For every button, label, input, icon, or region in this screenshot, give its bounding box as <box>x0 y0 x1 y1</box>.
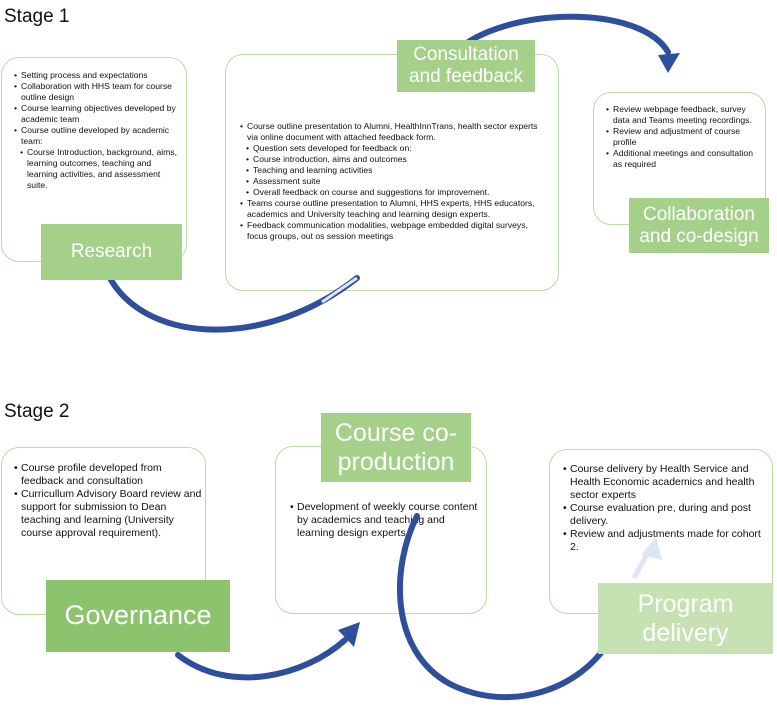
arrow-research-to-consultation-tail <box>321 276 358 304</box>
arrow-governance-to-coproduction-shaft <box>175 637 348 681</box>
bullet-item: Course outline presentation to Alumni, H… <box>240 121 548 143</box>
arrow-governance-to-coproduction-head <box>338 622 360 647</box>
arrow-coproduction-to-delivery <box>396 513 613 701</box>
consultation-label: Consultation and feedback <box>397 40 535 92</box>
governance-label: Governance <box>46 580 230 652</box>
delivery-label: Program delivery <box>598 583 773 654</box>
bullet-item: Course learning objectives developed by … <box>14 103 180 125</box>
bullet-item: Curricullum Advisory Board review and su… <box>14 488 202 540</box>
collaboration-list: Review webpage feedback, survey data and… <box>606 104 758 170</box>
bullet-item: Review webpage feedback, survey data and… <box>606 104 758 126</box>
delivery-list: Course delivery by Health Service and He… <box>563 463 767 554</box>
bullet-item: Course evaluation pre, during and post d… <box>563 502 767 528</box>
governance-list: Course profile developed from feedback a… <box>14 462 202 540</box>
bullet-list: Setting process and expectationsCollabor… <box>14 70 180 191</box>
arrow-consultation-to-collaboration-head <box>658 53 680 73</box>
bullet-item: Additional meetings and consultation as … <box>606 148 758 170</box>
arrow-research-to-consultation <box>108 275 360 333</box>
bullet-list: Course profile developed from feedback a… <box>14 462 202 540</box>
bullet-list: Development of weekly course content by … <box>290 501 480 540</box>
bullet-list: Course outline presentation to Alumni, H… <box>240 121 548 242</box>
bullet-item: Feedback communication modalities, webpa… <box>240 220 548 242</box>
arrow-delivery-return-head <box>641 537 662 560</box>
collaboration-label: Collaboration and co-design <box>629 198 769 253</box>
bullet-item: Course introduction, aims and outcomes <box>246 154 548 165</box>
bullet-list: Review webpage feedback, survey data and… <box>606 104 758 170</box>
bullet-item: Teams course outline presentation to Alu… <box>240 198 548 220</box>
research-label: Research <box>41 224 182 280</box>
bullet-item: Course profile developed from feedback a… <box>14 462 202 488</box>
bullet-item: Collaboration with HHS team for course o… <box>14 81 180 103</box>
stage-2-title: Stage 2 <box>4 401 70 422</box>
consultation-list: Course outline presentation to Alumni, H… <box>240 121 548 242</box>
bullet-item: Course Introduction, background, aims, l… <box>20 147 180 191</box>
bullet-item: Teaching and learning activities <box>246 165 548 176</box>
research-list: Setting process and expectationsCollabor… <box>14 70 180 191</box>
coproduction-label: Course co-production <box>321 413 471 482</box>
bullet-item: Review and adjustment of course profile <box>606 126 758 148</box>
coproduction-list: Development of weekly course content by … <box>290 501 480 540</box>
bullet-list: Course delivery by Health Service and He… <box>563 463 767 554</box>
bullet-item: Course outline developed by academic tea… <box>14 125 180 147</box>
stage-1-title: Stage 1 <box>4 6 70 27</box>
bullet-item: Overall feedback on course and suggestio… <box>246 187 548 198</box>
arrow-consultation-to-collaboration-shaft <box>452 13 671 55</box>
bullet-item: Course delivery by Health Service and He… <box>563 463 767 502</box>
bullet-item: Assessment suite <box>246 176 548 187</box>
bullet-item: Development of weekly course content by … <box>290 501 480 540</box>
bullet-item: Question sets developed for feedback on: <box>246 143 548 154</box>
bullet-item: Setting process and expectations <box>14 70 180 81</box>
bullet-item: Review and adjustments made for cohort 2… <box>563 528 767 554</box>
